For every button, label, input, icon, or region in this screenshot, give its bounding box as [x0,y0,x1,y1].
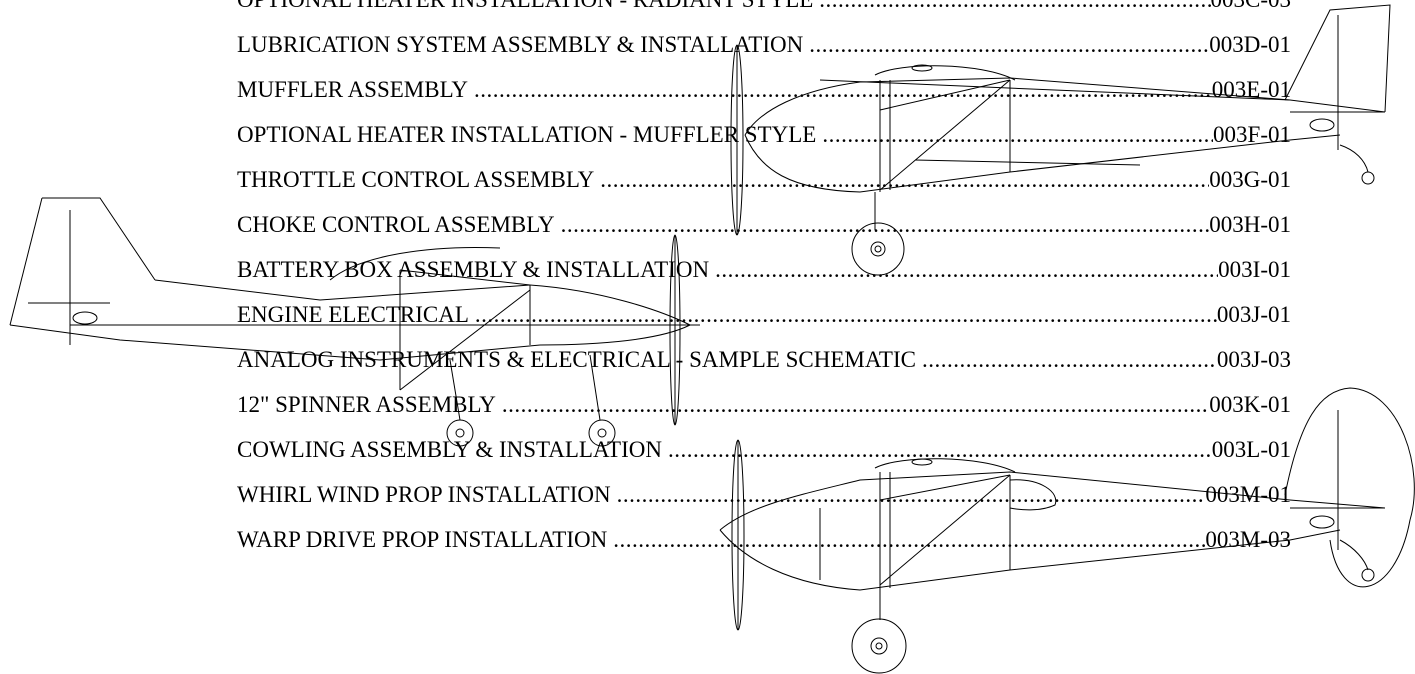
toc-row[interactable]: LUBRICATION SYSTEM ASSEMBLY & INSTALLATI… [237,32,1291,77]
toc-title: OPTIONAL HEATER INSTALLATION - MUFFLER S… [237,122,817,147]
toc-row[interactable]: OPTIONAL HEATER INSTALLATION - RADIANT S… [237,0,1291,32]
toc-row[interactable]: WARP DRIVE PROP INSTALLATION 003M-03 [237,527,1291,572]
toc-leader [715,257,1218,283]
toc-title: BATTERY BOX ASSEMBLY & INSTALLATION [237,257,710,282]
toc-title: COWLING ASSEMBLY & INSTALLATION [237,437,662,462]
toc-page: 003J-03 [1216,347,1291,372]
toc-page: 003M-01 [1205,482,1291,507]
toc-title: ANALOG INSTRUMENTS & ELECTRICAL - SAMPLE… [237,347,916,372]
toc-page: 003M-03 [1205,527,1291,552]
toc-row[interactable]: 12" SPINNER ASSEMBLY 003K-01 [237,392,1291,437]
toc-leader [561,212,1210,238]
toc-page: 003C-03 [1211,0,1292,13]
toc-leader [502,392,1209,418]
toc-leader [809,32,1209,58]
toc-row[interactable]: ENGINE ELECTRICAL 003J-01 [237,302,1291,347]
toc-leader [475,302,1217,328]
toc-title: CHOKE CONTROL ASSEMBLY [237,212,555,237]
toc-row[interactable]: THROTTLE CONTROL ASSEMBLY 003G-01 [237,167,1291,212]
toc-title: MUFFLER ASSEMBLY [237,77,468,102]
toc-leader [613,527,1205,553]
toc-row[interactable]: WHIRL WIND PROP INSTALLATION 003M-01 [237,482,1291,527]
toc-page: 003L-01 [1211,437,1291,462]
toc-row[interactable]: BATTERY BOX ASSEMBLY & INSTALLATION 003I… [237,257,1291,302]
toc-leader [600,167,1209,193]
toc-page: 003G-01 [1209,167,1291,192]
toc-leader [617,482,1206,508]
toc-row[interactable]: MUFFLER ASSEMBLY 003E-01 [237,77,1291,122]
toc-page: 003J-01 [1216,302,1291,327]
toc-leader [474,77,1212,103]
toc-page: 003I-01 [1218,257,1291,282]
table-of-contents: OPTIONAL HEATER INSTALLATION - RADIANT S… [237,0,1291,572]
toc-leader [822,122,1213,148]
toc-leader [819,0,1210,13]
toc-row[interactable]: ANALOG INSTRUMENTS & ELECTRICAL - SAMPLE… [237,347,1291,392]
toc-page: 003K-01 [1209,392,1291,417]
toc-leader [668,437,1212,463]
toc-page: 003E-01 [1211,77,1291,102]
toc-page: 003F-01 [1213,122,1291,147]
toc-title: LUBRICATION SYSTEM ASSEMBLY & INSTALLATI… [237,32,804,57]
toc-row[interactable]: CHOKE CONTROL ASSEMBLY 003H-01 [237,212,1291,257]
toc-title: ENGINE ELECTRICAL [237,302,469,327]
toc-row[interactable]: COWLING ASSEMBLY & INSTALLATION 003L-01 [237,437,1291,482]
toc-page: 003H-01 [1209,212,1291,237]
toc-title: OPTIONAL HEATER INSTALLATION - RADIANT S… [237,0,819,13]
toc-title: WARP DRIVE PROP INSTALLATION [237,527,608,552]
toc-row[interactable]: OPTIONAL HEATER INSTALLATION - MUFFLER S… [237,122,1291,167]
toc-title: WHIRL WIND PROP INSTALLATION [237,482,611,507]
toc-title: 12" SPINNER ASSEMBLY [237,392,496,417]
toc-title: THROTTLE CONTROL ASSEMBLY [237,167,595,192]
toc-leader [922,347,1217,373]
toc-page: 003D-01 [1209,32,1291,57]
